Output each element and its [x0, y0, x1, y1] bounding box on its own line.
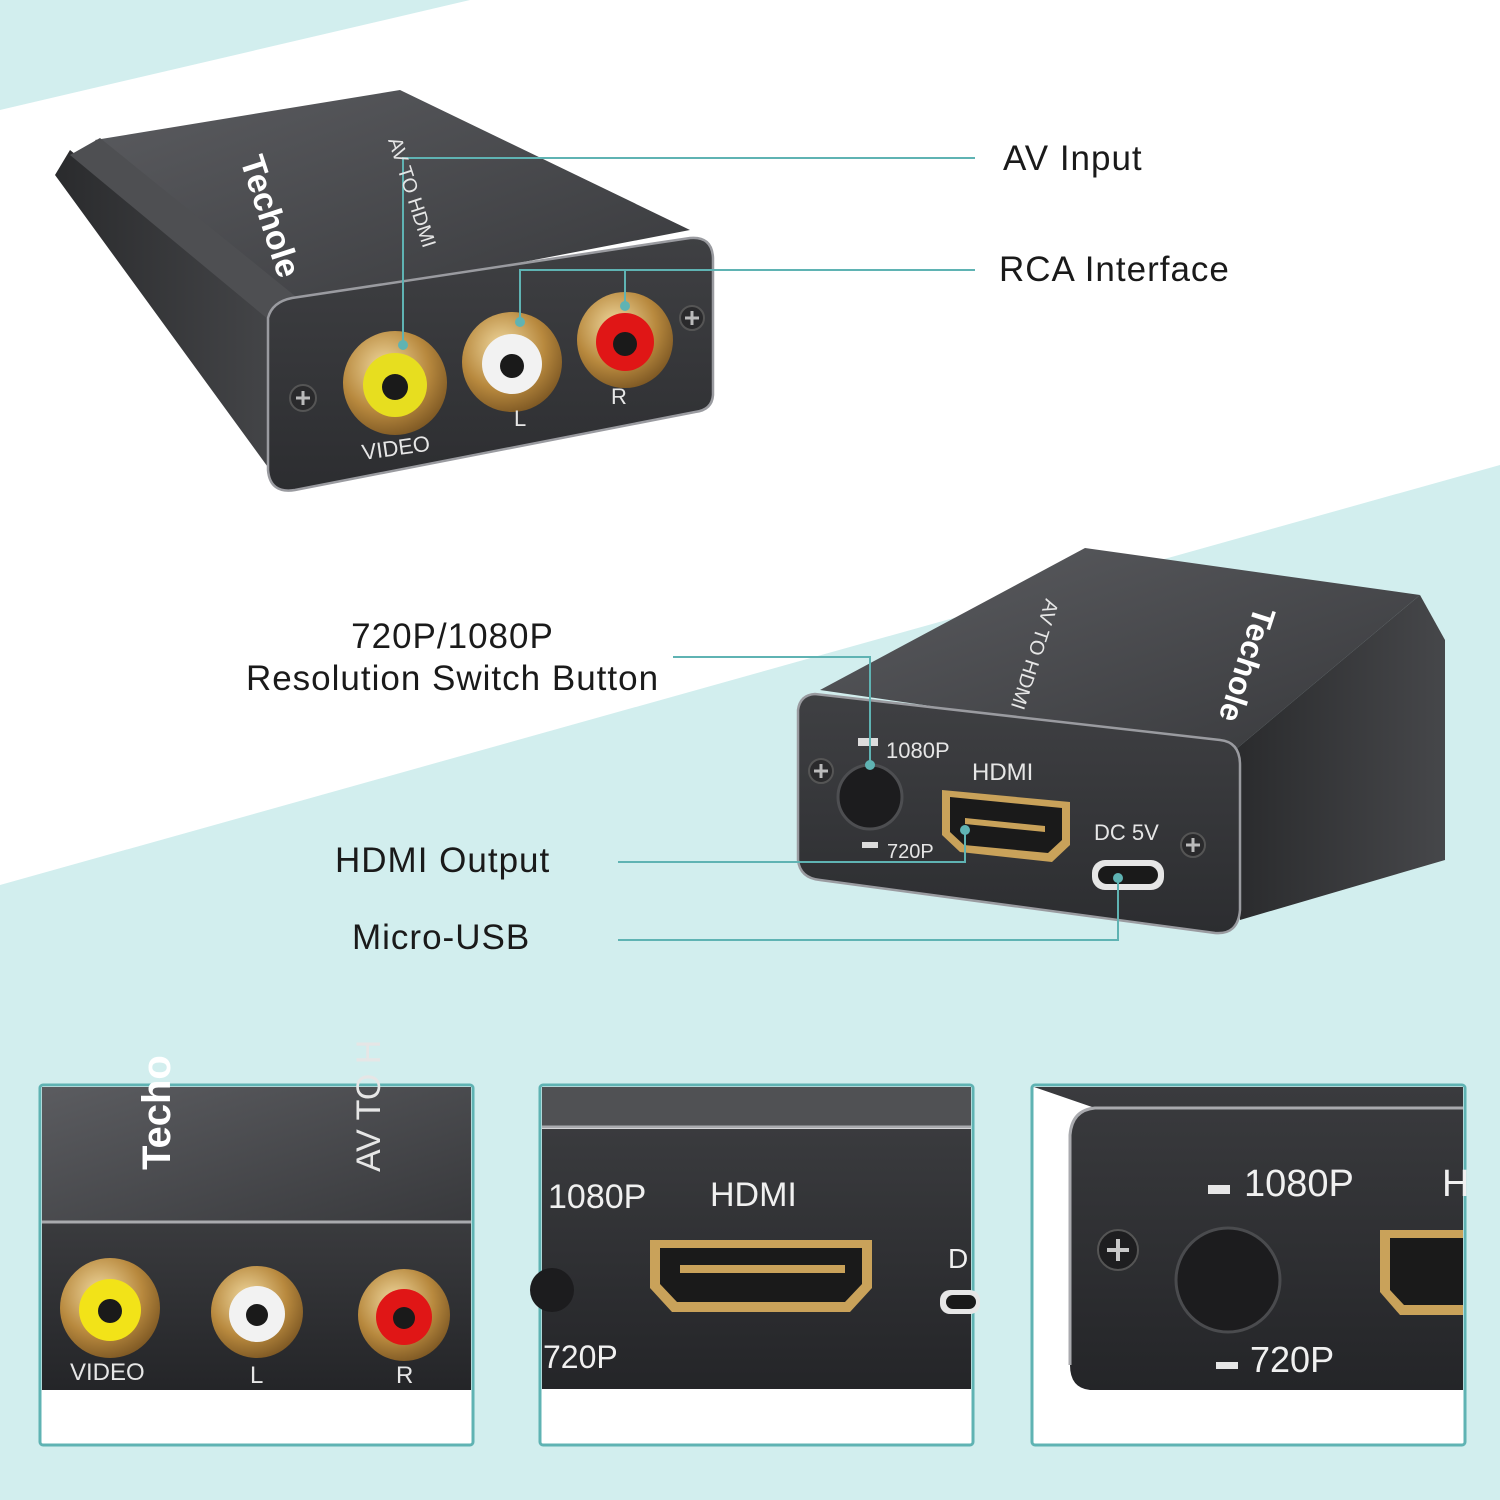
- closeup-1-brand: Techo: [135, 1055, 179, 1170]
- callout-micro-usb: Micro-USB: [352, 918, 531, 957]
- push-button-icon: [1174, 1226, 1282, 1334]
- closeup-1-label-right: R: [396, 1362, 413, 1389]
- rca-jack-icon: [343, 331, 447, 435]
- background-band-top: [0, 0, 470, 110]
- callout-hdmi-output: HDMI Output: [335, 841, 551, 880]
- hdmi-port-icon: [1380, 1230, 1463, 1315]
- device-top: [55, 90, 715, 492]
- rca-jack-icon: [577, 292, 673, 388]
- hdmi-port-icon: [942, 790, 1070, 862]
- device-bottom-power: DC 5V: [1094, 820, 1159, 845]
- micro-usb-port-icon: [940, 1290, 980, 1314]
- closeup-3-hdmi: H: [1442, 1163, 1469, 1205]
- closeup-panel-1: [38, 1083, 475, 1447]
- closeup-3-720: 720P: [1250, 1339, 1334, 1380]
- callout-resolution-button: 720P/1080P Resolution Switch Button: [225, 616, 680, 700]
- callout-line-button: [673, 656, 871, 765]
- device-top-label-right: R: [611, 384, 627, 409]
- callout-line-usb: [618, 878, 1119, 941]
- callout-lines: [402, 157, 1119, 941]
- closeup-1-label-left: L: [250, 1362, 263, 1389]
- hdmi-port-icon: [650, 1240, 872, 1312]
- rca-jack-icon: [211, 1266, 303, 1358]
- closeup-1-label-video: VIDEO: [70, 1359, 145, 1386]
- device-bottom-hdmi: HDMI: [972, 759, 1033, 786]
- rca-jack-icon: [462, 312, 562, 412]
- closeup-panel-2: [530, 1083, 980, 1447]
- callout-line-av-input: [402, 157, 975, 345]
- screw-icon: [1180, 832, 1206, 858]
- closeup-2-hdmi: HDMI: [710, 1176, 797, 1214]
- screw-icon: [1097, 1229, 1139, 1271]
- screw-icon: [808, 758, 834, 784]
- screw-icon: [289, 384, 317, 412]
- callout-resolution-button-line1: 720P/1080P: [351, 617, 554, 656]
- device-bottom-switch-720: 720P: [887, 841, 934, 863]
- closeup-panel-3: [1030, 1083, 1467, 1447]
- closeup-2-720: 720P: [543, 1339, 618, 1375]
- closeup-3-1080: 1080P: [1244, 1163, 1354, 1205]
- callout-resolution-button-line2: Resolution Switch Button: [245, 659, 660, 698]
- callout-rca-interface: RCA Interface: [999, 250, 1230, 289]
- rca-jack-icon: [60, 1258, 160, 1358]
- callout-line-hdmi: [618, 830, 966, 863]
- closeup-2-1080: 1080P: [548, 1178, 646, 1216]
- closeup-1-model: AV TO H: [350, 1040, 388, 1172]
- device-bottom-switch-1080: 1080P: [886, 738, 950, 763]
- closeup-2-power: D: [948, 1243, 968, 1274]
- device-bottom: [796, 548, 1445, 935]
- micro-usb-port-icon: [1092, 860, 1164, 890]
- screw-icon: [679, 305, 705, 331]
- callout-av-input: AV Input: [1003, 139, 1143, 178]
- rca-jack-icon: [358, 1269, 450, 1361]
- push-button-icon: [836, 763, 904, 831]
- device-top-label-left: L: [514, 406, 526, 431]
